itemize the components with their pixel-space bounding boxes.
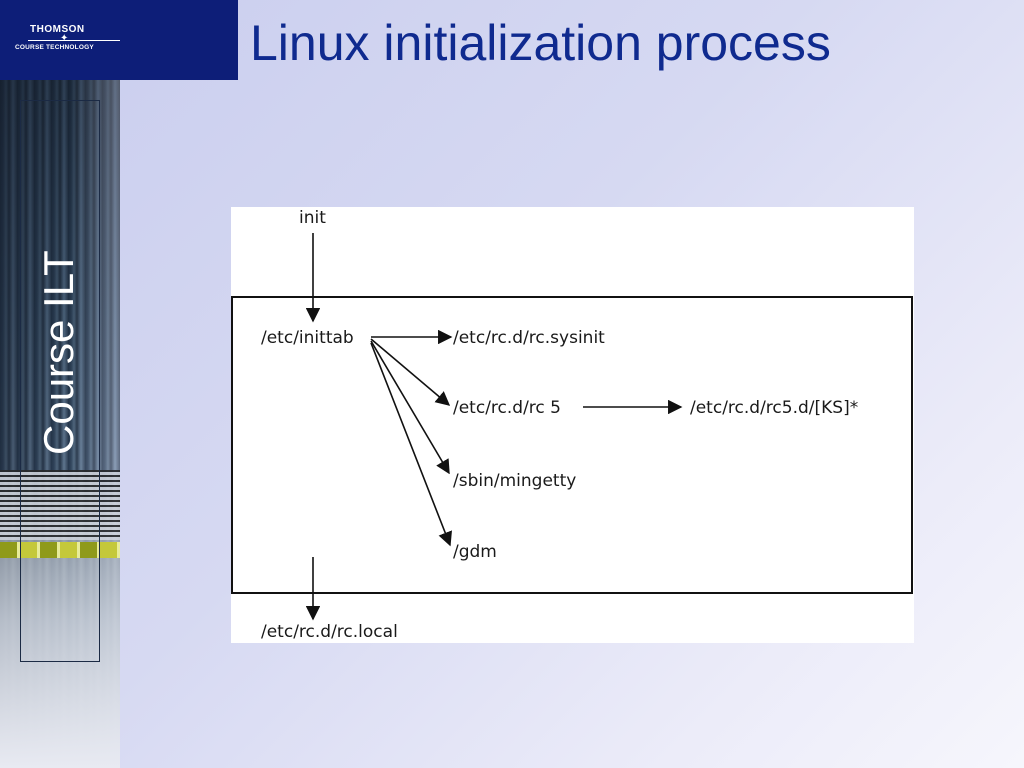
- edge-inittab-mingetty: [371, 341, 449, 473]
- node-rc-local: /etc/rc.d/rc.local: [261, 622, 398, 642]
- node-inittab: /etc/inittab: [261, 328, 354, 348]
- slide-title: Linux initialization process: [250, 14, 831, 72]
- sidebar-decoration: Course ILT: [0, 0, 120, 768]
- diagram-svg: init /etc/inittab /etc/rc.d/rc.sysinit /…: [231, 207, 914, 643]
- thomson-logo: THOMSON ✦ COURSE TECHNOLOGY: [0, 0, 238, 80]
- logo-rule: [28, 40, 120, 41]
- node-rc5-d: /etc/rc.d/rc5.d/[KS]*: [690, 398, 858, 418]
- logo-star-icon: ✦: [60, 34, 68, 44]
- node-gdm: /gdm: [453, 542, 497, 562]
- node-mingetty: /sbin/mingetty: [453, 471, 576, 491]
- node-init: init: [299, 208, 326, 228]
- logo-course-technology-text: COURSE TECHNOLOGY: [15, 44, 94, 51]
- course-ilt-label: Course ILT: [35, 250, 83, 455]
- init-process-diagram: init /etc/inittab /etc/rc.d/rc.sysinit /…: [231, 207, 914, 643]
- node-rc-5: /etc/rc.d/rc 5: [453, 398, 561, 418]
- node-rc-sysinit: /etc/rc.d/rc.sysinit: [453, 328, 605, 348]
- logo-thomson-text: THOMSON: [30, 24, 85, 35]
